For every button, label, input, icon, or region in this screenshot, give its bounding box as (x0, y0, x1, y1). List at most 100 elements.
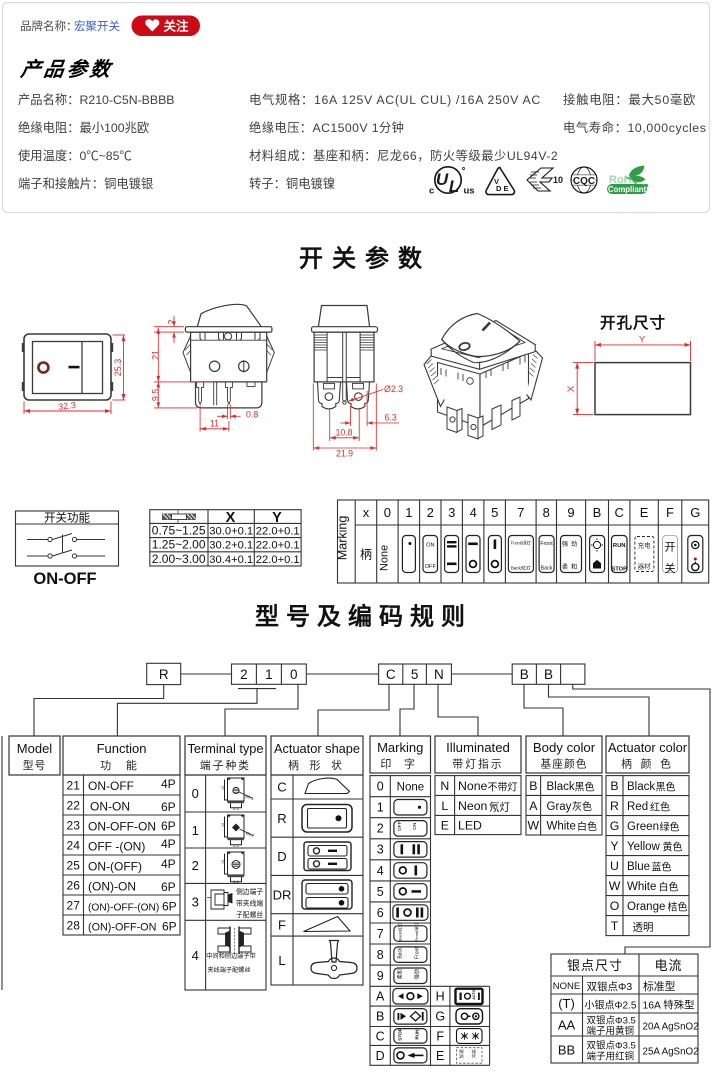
svg-text:A: A (529, 799, 538, 813)
svg-text:双银点Φ3.5: 双银点Φ3.5 (587, 1015, 636, 1027)
svg-text:2: 2 (427, 505, 434, 520)
svg-text:G: G (435, 1010, 445, 1024)
svg-text:不带灯: 不带灯 (488, 781, 518, 793)
svg-text:6.3: 6.3 (385, 413, 397, 423)
svg-text:Actuator shape: Actuator shape (274, 741, 360, 756)
svg-text:Back: Back (541, 566, 553, 572)
svg-text:us: us (464, 186, 475, 197)
svg-text:产品名称：R210-C5N-BBBB: 产品名称：R210-C5N-BBBB (18, 92, 174, 107)
svg-text:Green: Green (627, 821, 659, 833)
svg-text:器材: 器材 (638, 562, 651, 571)
svg-text:带夹线端: 带夹线端 (236, 899, 263, 908)
svg-text:21: 21 (151, 350, 161, 360)
svg-text:Illuminated: Illuminated (446, 740, 510, 755)
svg-text:Front/绿灯: Front/绿灯 (413, 923, 419, 941)
svg-text:功 能: 功 能 (100, 758, 143, 772)
svg-text:AUTO: AUTO (472, 989, 476, 999)
svg-text:中间和侧边端子带: 中间和侧边端子带 (206, 952, 256, 960)
svg-text:(T): (T) (558, 996, 575, 1011)
svg-text:30.2+0.1: 30.2+0.1 (209, 540, 253, 552)
svg-text:27: 27 (67, 898, 81, 912)
svg-text:Ø2.1: Ø2.1 (245, 793, 256, 801)
svg-text:5: 5 (491, 505, 498, 520)
svg-text:2: 2 (192, 858, 199, 873)
svg-text:None: None (397, 781, 425, 793)
svg-text:6P: 6P (162, 900, 177, 914)
svg-text:Front: Front (540, 541, 553, 547)
svg-text:R: R (277, 811, 286, 826)
svg-text:端子用红铜: 端子用红铜 (587, 1051, 635, 1063)
svg-text:Y: Y (639, 335, 646, 346)
svg-text:型号: 型号 (23, 758, 47, 772)
svg-text:12: 12 (221, 860, 225, 864)
svg-text:白色: 白色 (659, 880, 679, 893)
svg-text:11: 11 (210, 419, 219, 429)
svg-text:6.3: 6.3 (233, 806, 239, 811)
svg-text:产品参数: 产品参数 (18, 58, 114, 81)
svg-text:x: x (363, 505, 370, 520)
svg-text:24: 24 (67, 838, 81, 852)
svg-text:端子用黄铜: 端子用黄铜 (587, 1025, 635, 1037)
svg-text:0: 0 (384, 505, 391, 520)
svg-text:黄色: 黄色 (663, 840, 683, 853)
svg-text:C: C (386, 667, 396, 682)
svg-text:黑色: 黑色 (575, 780, 595, 793)
svg-text:端子种类: 端子种类 (200, 758, 251, 772)
svg-text:6.3: 6.3 (233, 879, 239, 884)
svg-text:B: B (376, 1010, 384, 1024)
svg-text:Model: Model (17, 741, 53, 756)
svg-text:B: B (593, 505, 602, 520)
svg-text:0.75~1.25: 0.75~1.25 (152, 524, 206, 538)
svg-text:4P: 4P (161, 777, 176, 791)
svg-text:26: 26 (67, 878, 81, 892)
svg-text:None: None (458, 779, 488, 793)
svg-text:4P: 4P (161, 837, 176, 851)
svg-text:D: D (277, 849, 286, 864)
svg-text:STOP: STOP (611, 567, 627, 573)
svg-text:带灯指示: 带灯指示 (452, 757, 503, 771)
svg-text:5: 5 (411, 667, 419, 682)
svg-text:印 字: 印 字 (380, 757, 420, 771)
svg-text:关注: 关注 (164, 19, 190, 34)
svg-text:3: 3 (377, 843, 384, 857)
svg-text:桔色: 桔色 (668, 900, 688, 913)
svg-text:B: B (529, 779, 537, 793)
svg-text:Ø1.2: Ø1.2 (245, 830, 256, 838)
svg-text:(ON)-OFF-ON: (ON)-OFF-ON (88, 922, 156, 934)
svg-text:材料组成：基座和柄：尼龙66，防火等级最少UL94V-2: 材料组成：基座和柄：尼龙66，防火等级最少UL94V-2 (249, 148, 558, 163)
svg-text:22: 22 (67, 798, 81, 812)
svg-text:25A AgSnO2: 25A AgSnO2 (643, 1047, 699, 1058)
svg-text:D: D (376, 1049, 385, 1063)
svg-text:R: R (159, 667, 169, 682)
svg-text:Y: Y (272, 510, 282, 526)
svg-text:22.0+0.1: 22.0+0.1 (256, 526, 300, 538)
svg-text:V: V (494, 177, 499, 186)
svg-text:夹线端子配螺丝: 夹线端子配螺丝 (207, 966, 250, 974)
svg-text:9: 9 (377, 969, 384, 983)
svg-text:F: F (436, 1029, 444, 1043)
svg-text:Compliant: Compliant (608, 185, 647, 194)
svg-text:White: White (627, 881, 656, 893)
svg-text:23: 23 (67, 818, 81, 832)
svg-text:1: 1 (405, 505, 412, 520)
svg-text:2: 2 (240, 667, 248, 682)
svg-text:1: 1 (192, 823, 199, 838)
svg-text:ON: ON (412, 822, 418, 830)
svg-text:1: 1 (377, 801, 384, 815)
svg-text:Red: Red (627, 801, 648, 813)
svg-text:G: G (690, 505, 700, 520)
svg-text:LED: LED (458, 818, 482, 832)
svg-text:Front/绿灯: Front/绿灯 (511, 540, 532, 547)
svg-text:Function: Function (97, 741, 147, 756)
svg-text:蓝色: 蓝色 (652, 860, 672, 873)
svg-text:22.0+0.1: 22.0+0.1 (256, 554, 300, 566)
svg-text:Terminal type: Terminal type (187, 741, 263, 756)
svg-text:透明: 透明 (633, 921, 654, 933)
svg-text:C: C (615, 505, 624, 520)
svg-text:绝缘电压：AC1500V 1分钟: 绝缘电压：AC1500V 1分钟 (249, 120, 404, 135)
svg-text:2.00~3.00: 2.00~3.00 (152, 552, 206, 566)
svg-text:电气规格：16A 125V AC(UL CUL) /16: 电气规格：16A 125V AC(UL CUL) /16A 250V AC (249, 92, 541, 107)
svg-text:c: c (429, 186, 434, 197)
svg-text:双银点Φ3.5: 双银点Φ3.5 (587, 1040, 636, 1052)
svg-text:N: N (440, 779, 449, 793)
